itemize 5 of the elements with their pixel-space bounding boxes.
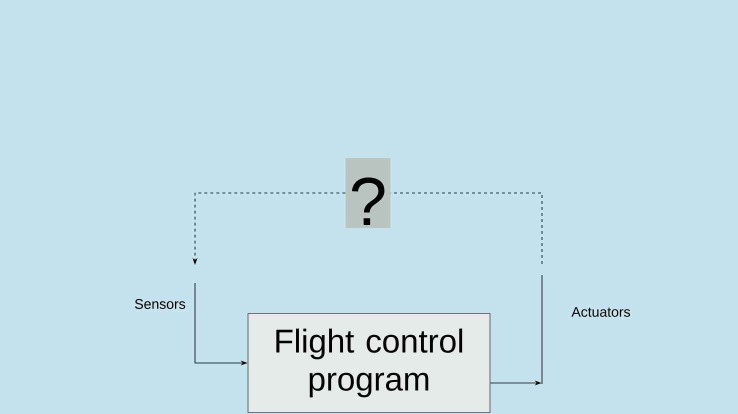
dashed-line: [390, 192, 542, 264]
actuators-label: Actuators: [571, 307, 630, 317]
question-box: ?: [346, 158, 390, 228]
process-box: Flight control program: [248, 313, 490, 413]
sensors-label: Sensors: [134, 299, 186, 309]
